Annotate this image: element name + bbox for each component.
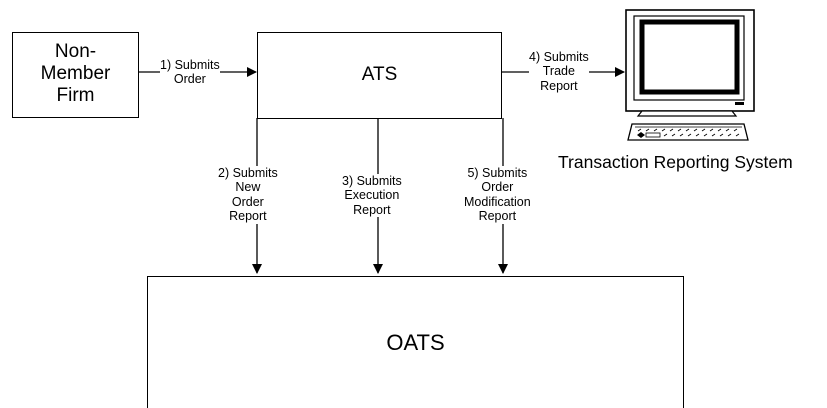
edge-label-submits-order: 1) Submits Order bbox=[160, 58, 220, 87]
non-member-firm-label: Non- Member Firm bbox=[40, 41, 111, 106]
edge-label-submits-order-modification-report: 5) Submits Order Modification Report bbox=[464, 166, 531, 224]
transaction-reporting-system-label: Transaction Reporting System bbox=[558, 152, 793, 172]
ats-label: ATS bbox=[361, 64, 398, 85]
oats-box: OATS bbox=[147, 276, 684, 408]
edge-label-submits-trade-report: 4) Submits Trade Report bbox=[529, 50, 589, 94]
non-member-firm-box: Non- Member Firm bbox=[12, 32, 139, 118]
edge-label-submits-execution-report: 3) Submits Execution Report bbox=[342, 174, 402, 218]
computer-terminal-icon bbox=[625, 9, 755, 141]
oats-label: OATS bbox=[386, 330, 445, 355]
ats-box: ATS bbox=[257, 32, 502, 119]
edge-label-submits-new-order-report: 2) Submits New Order Report bbox=[218, 166, 278, 224]
